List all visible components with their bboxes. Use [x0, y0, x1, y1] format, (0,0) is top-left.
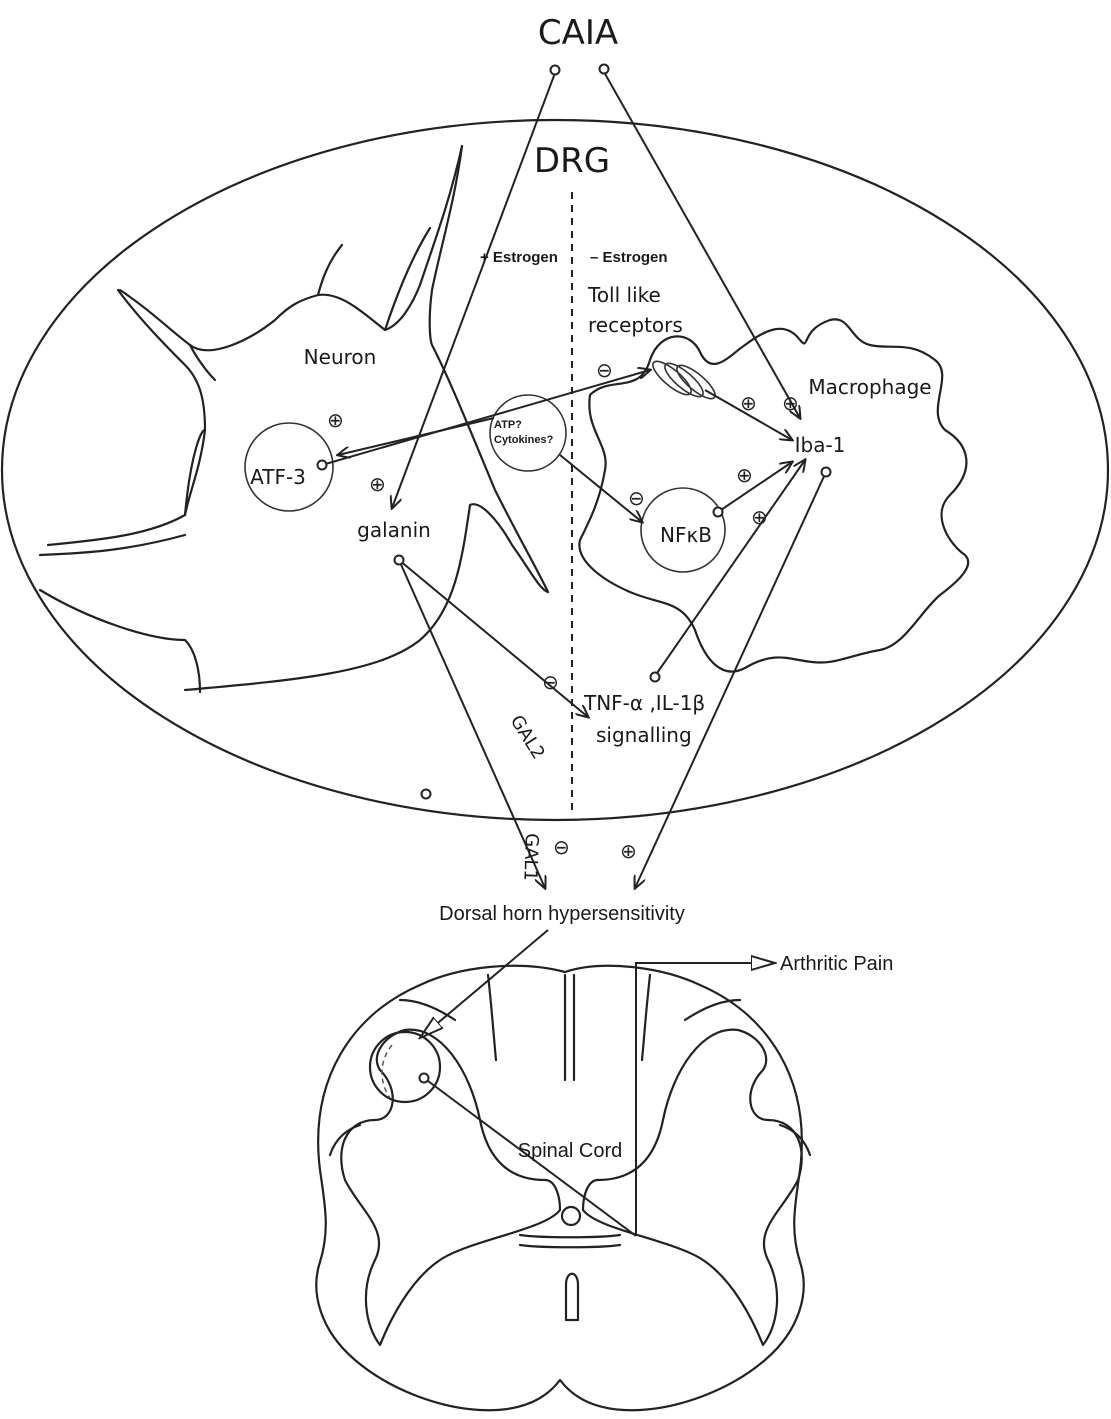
dorsal-horn-label: Dorsal horn hypersensitivity — [439, 903, 685, 925]
dorsal-horn-line-origin — [420, 1074, 429, 1083]
title: CAIA — [538, 13, 618, 53]
plus-symbol-iba1-a: ⊕ — [740, 391, 757, 415]
nfkb-label: NFκB — [660, 523, 712, 547]
atf3-origin — [318, 461, 327, 470]
iba1-origin — [822, 468, 831, 477]
tnf-label-line1: TNF-α ,IL-1β — [583, 691, 705, 715]
caia-left-origin — [551, 66, 560, 75]
arthritic-pain-label: Arthritic Pain — [780, 953, 893, 975]
drg-label: DRG — [534, 141, 610, 181]
plus-symbol-tnf-iba1: ⊕ — [751, 505, 768, 529]
atf3-label: ATF-3 — [250, 465, 306, 489]
dorsal-horn-highlight — [370, 1032, 440, 1102]
plus-symbol-atf3: ⊕ — [327, 408, 344, 432]
caia-right-origin — [600, 65, 609, 74]
toll-label-line1: Toll like — [587, 283, 661, 307]
minus-symbol-nfkb: ⊖ — [628, 486, 645, 510]
macrophage-label: Macrophage — [808, 375, 931, 399]
plus-estrogen-label: + Estrogen — [480, 249, 558, 266]
spinal-cord-label: Spinal Cord — [518, 1140, 623, 1162]
neuron-shape — [40, 146, 548, 692]
arthritic-pain-arrow — [636, 963, 775, 1236]
plus-symbol-nfkb-iba1: ⊕ — [736, 463, 753, 487]
tnf-origin — [651, 673, 660, 682]
atp-cytokines-node — [490, 395, 566, 471]
plus-symbol-dorsal: ⊕ — [620, 839, 637, 863]
minus-symbol-toll: ⊖ — [596, 358, 613, 382]
gal2-label: GAL2 — [506, 712, 549, 764]
caia-to-iba1-arrow — [604, 72, 800, 418]
galanin-to-tnf-arrow — [399, 560, 588, 717]
galanin-origin — [395, 556, 404, 565]
atf3-to-toll-arrow — [322, 370, 650, 465]
galanin-label: galanin — [357, 518, 431, 542]
dorsal-horn-to-spinal-arrow — [420, 930, 548, 1038]
spinal-origin — [422, 790, 431, 799]
minus-symbol-tnf: ⊖ — [542, 670, 559, 694]
spinal-cord-shape — [316, 966, 810, 1410]
nfkb-origin — [714, 508, 723, 517]
tnf-label-line2: signalling — [596, 723, 692, 747]
dorsal-horn-inner — [382, 1045, 392, 1098]
atp-label-line1: ATP? — [494, 419, 522, 431]
atp-label-line2: Cytokines? — [494, 434, 554, 446]
drg-ellipse — [2, 120, 1108, 820]
neuron-label: Neuron — [304, 345, 377, 369]
plus-symbol-galanin: ⊕ — [369, 472, 386, 496]
toll-label-line2: receptors — [588, 313, 683, 337]
minus-estrogen-label: – Estrogen — [590, 249, 668, 266]
atp-to-atf3-arrow — [338, 418, 494, 455]
plus-symbol-iba1-b: ⊕ — [782, 391, 799, 415]
iba1-label: Iba-1 — [795, 433, 846, 457]
minus-symbol-gal1: ⊖ — [553, 835, 570, 859]
